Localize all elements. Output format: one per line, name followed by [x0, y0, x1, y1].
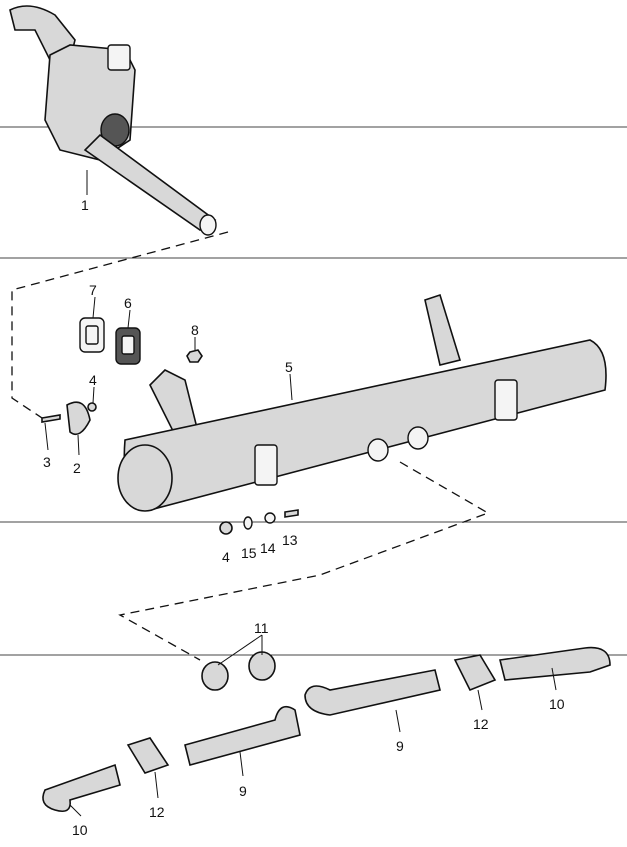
part-number-8: 8: [191, 322, 199, 338]
pipe-part: [184, 705, 301, 766]
part-number-6: 6: [124, 295, 132, 311]
elbow-pipe-part: [499, 646, 611, 681]
part-number-11: 11: [254, 620, 269, 636]
part-number-13: 13: [282, 532, 298, 548]
nut-part: [219, 521, 233, 535]
elbow-pipe-part: [42, 763, 121, 813]
part-number-15: 15: [241, 545, 257, 561]
part-number-9: 9: [239, 783, 247, 799]
part-number-12: 12: [473, 716, 489, 732]
part-number-9: 9: [396, 738, 404, 754]
part-number-4: 4: [222, 549, 230, 565]
part-number-14: 14: [260, 540, 276, 556]
part-number-5: 5: [285, 359, 293, 375]
bolt-part: [41, 414, 61, 423]
bracket-clamp-part: [126, 737, 170, 774]
clamp-part: [201, 661, 229, 691]
connection-line: [118, 461, 490, 661]
muffler-part: [117, 293, 607, 512]
part-number-7: 7: [89, 282, 97, 298]
part-number-12: 12: [149, 804, 165, 820]
part-number-1: 1: [81, 197, 89, 213]
heat-exchanger-part: [9, 5, 217, 236]
bracket-clamp-part: [453, 654, 497, 692]
part-number-10: 10: [72, 822, 88, 838]
part-number-4: 4: [89, 372, 97, 388]
part-number-2: 2: [73, 460, 81, 476]
pipe-part: [304, 669, 441, 716]
washer-part: [264, 512, 276, 524]
bolt-part: [284, 509, 299, 518]
connection-line: [11, 231, 229, 421]
clamp-part: [248, 651, 276, 681]
part-number-10: 10: [549, 696, 565, 712]
washer-part: [243, 516, 253, 530]
clamp-part: [66, 401, 91, 436]
part-number-3: 3: [43, 454, 51, 470]
nut-part: [87, 402, 97, 412]
nut-part: [186, 349, 203, 363]
